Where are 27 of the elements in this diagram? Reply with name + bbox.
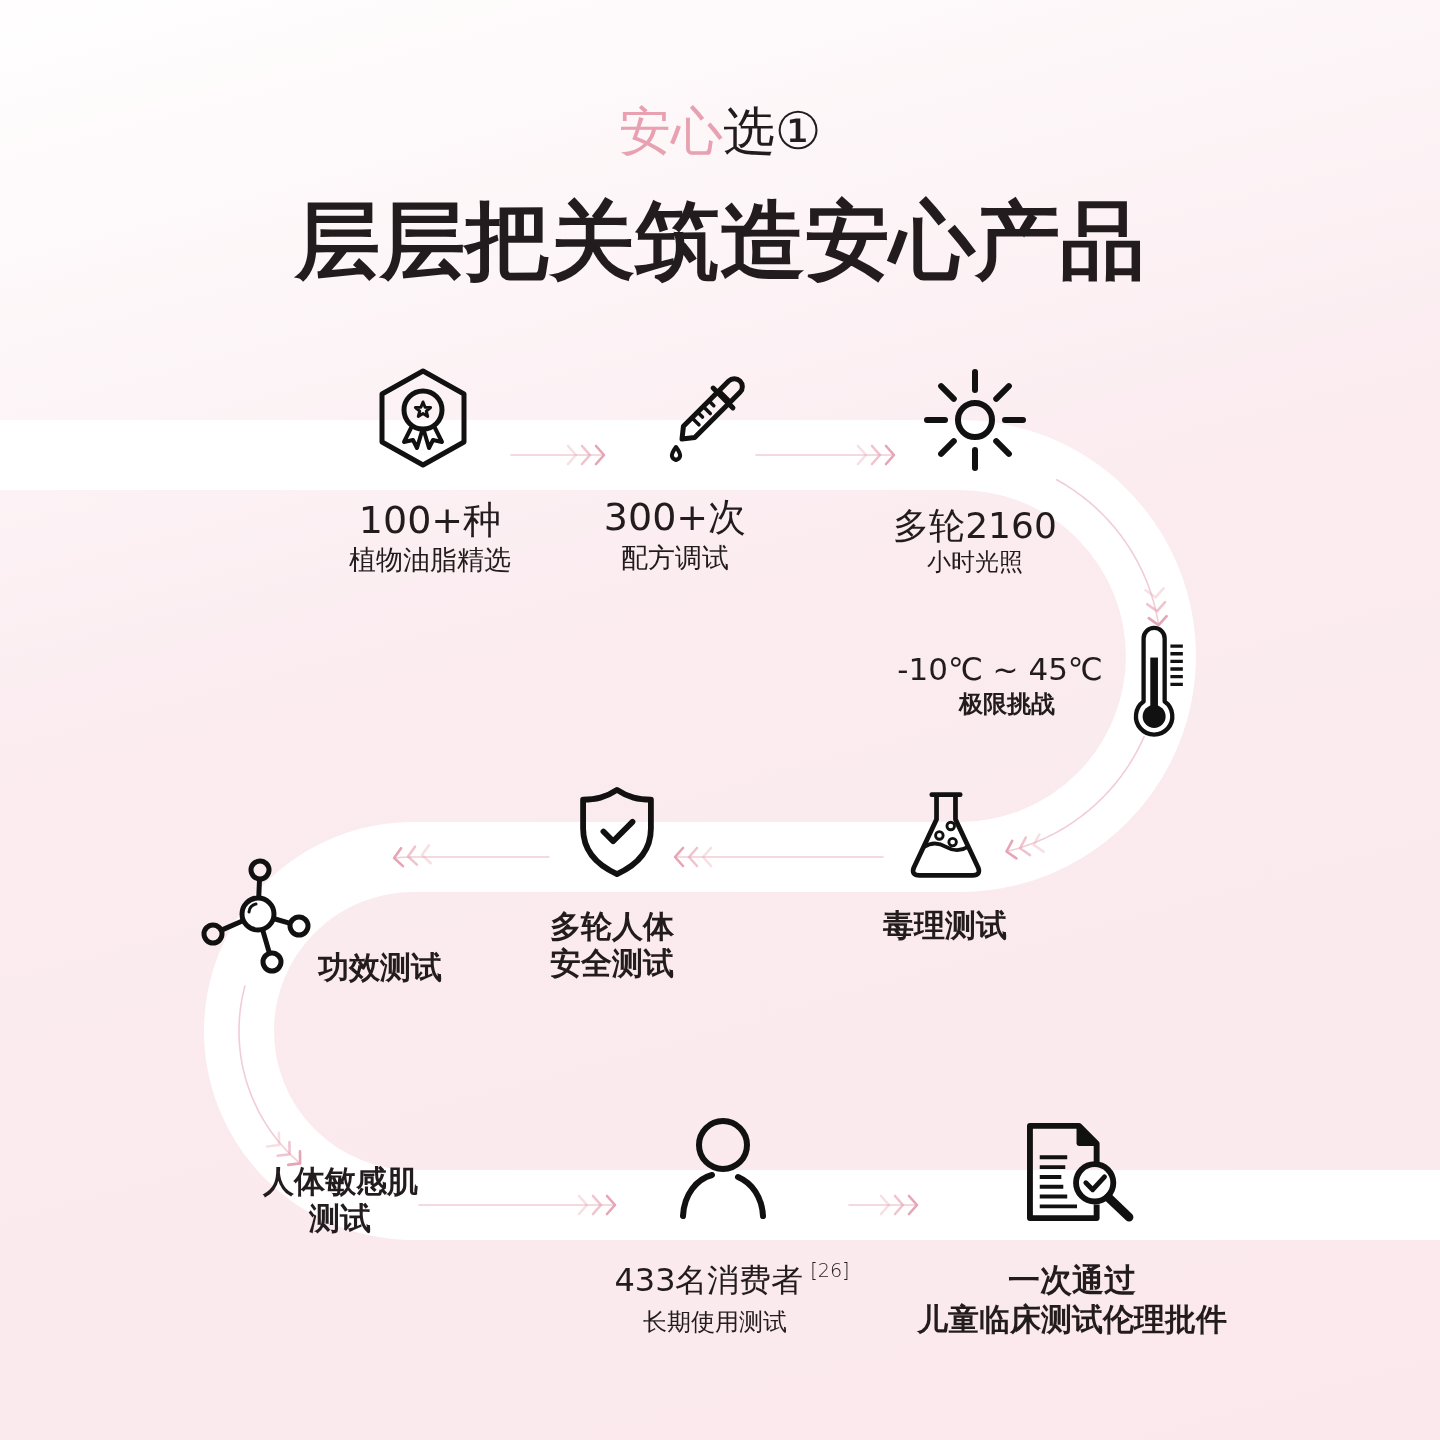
- step-heading: 300+次: [603, 495, 747, 541]
- chevron-arrow: [418, 1194, 617, 1216]
- step-caption: 植物油脂精选: [349, 544, 511, 577]
- step-label: 功效测试: [318, 949, 442, 987]
- step-heading: 儿童临床测试伦理批件: [917, 1301, 1227, 1339]
- step-heading: 433名消费者$^{[26]}$: [614, 1261, 850, 1300]
- step-caption: 小时光照: [927, 548, 1023, 577]
- step-label: 人体敏感肌测试: [261, 1163, 419, 1238]
- step-heading: 100+种: [358, 498, 502, 544]
- chevron-arrow: [392, 844, 550, 868]
- step-heading: -10℃ ~ 45℃: [897, 651, 1103, 689]
- kicker-heading: 安心选①: [618, 100, 822, 163]
- chevron-arrow: [848, 1194, 919, 1216]
- step-heading: 一次通过: [1008, 1261, 1136, 1300]
- chevron-arrow: [238, 985, 302, 1167]
- step-heading: 多轮2160: [893, 504, 1057, 548]
- chevron-arrow: [1005, 735, 1145, 860]
- step-label: 多轮人体安全测试: [549, 908, 675, 983]
- chevron-arrow: [1055, 479, 1168, 627]
- step-caption: 极限挑战: [959, 690, 1055, 719]
- chevron-arrow: [755, 444, 896, 466]
- chevron-arrow: [673, 846, 884, 868]
- step-caption: 配方调试: [621, 542, 729, 575]
- main-title: 层层把关筑造安心产品: [295, 190, 1145, 292]
- chevron-arrow: [510, 444, 606, 466]
- step-caption: 长期使用测试: [643, 1308, 787, 1337]
- step-label: 毒理测试: [883, 907, 1007, 945]
